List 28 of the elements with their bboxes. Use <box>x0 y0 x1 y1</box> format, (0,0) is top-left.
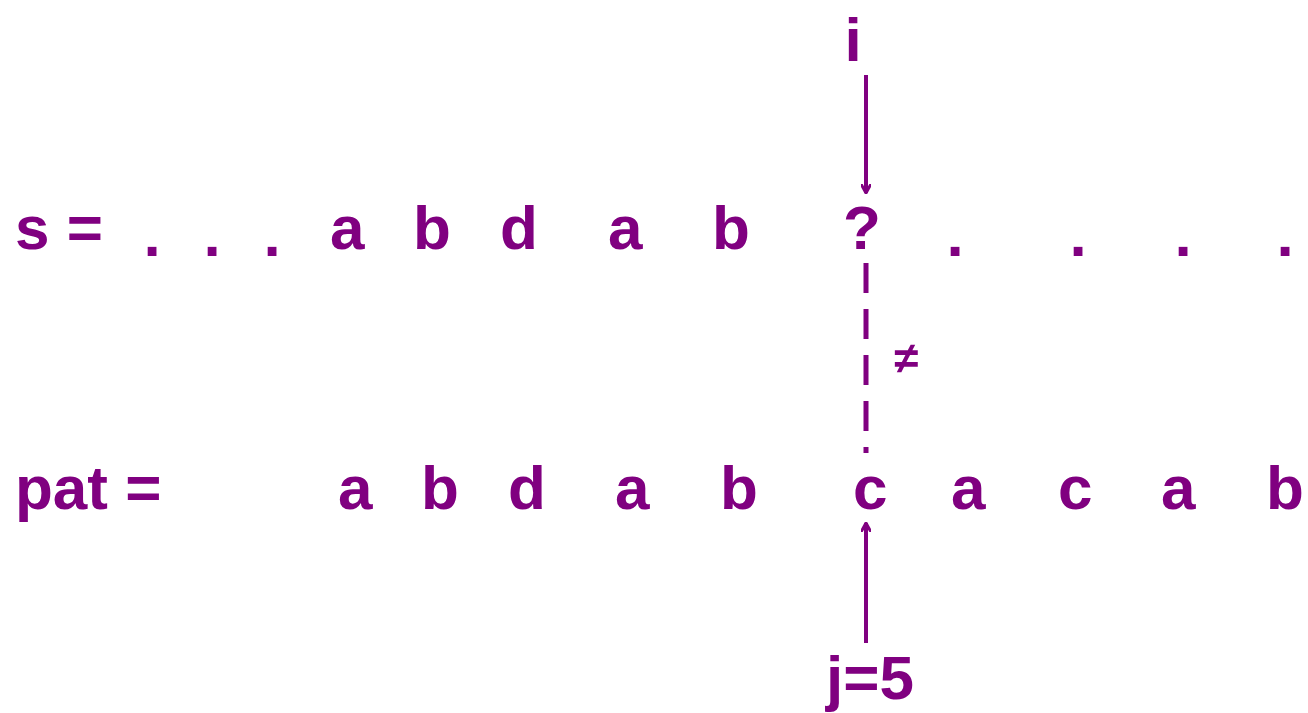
character: b <box>421 457 459 519</box>
character: b <box>712 197 750 259</box>
character: b <box>720 457 758 519</box>
arrow <box>859 521 873 643</box>
character: a <box>338 457 373 519</box>
ellipsis-dot: . <box>1276 204 1294 266</box>
connector-line <box>863 263 869 453</box>
ellipsis-dot: . <box>946 204 964 266</box>
index-label: i <box>844 9 862 71</box>
ellipsis-dot: . <box>1174 204 1192 266</box>
arrow <box>859 75 873 195</box>
character: c <box>853 457 888 519</box>
character: a <box>951 457 986 519</box>
character: a <box>608 197 643 259</box>
character: b <box>1266 457 1304 519</box>
variable-label: s = <box>15 197 103 259</box>
character: d <box>508 457 546 519</box>
ellipsis-dot: . <box>263 204 281 266</box>
ellipsis-dot: . <box>1069 204 1087 266</box>
character: c <box>1058 457 1093 519</box>
character: a <box>330 197 365 259</box>
ellipsis-dot: . <box>143 204 161 266</box>
character: a <box>1161 457 1196 519</box>
character: a <box>615 457 650 519</box>
character: d <box>500 197 538 259</box>
character: b <box>413 197 451 259</box>
character: ? <box>843 197 881 259</box>
ellipsis-dot: . <box>203 204 221 266</box>
